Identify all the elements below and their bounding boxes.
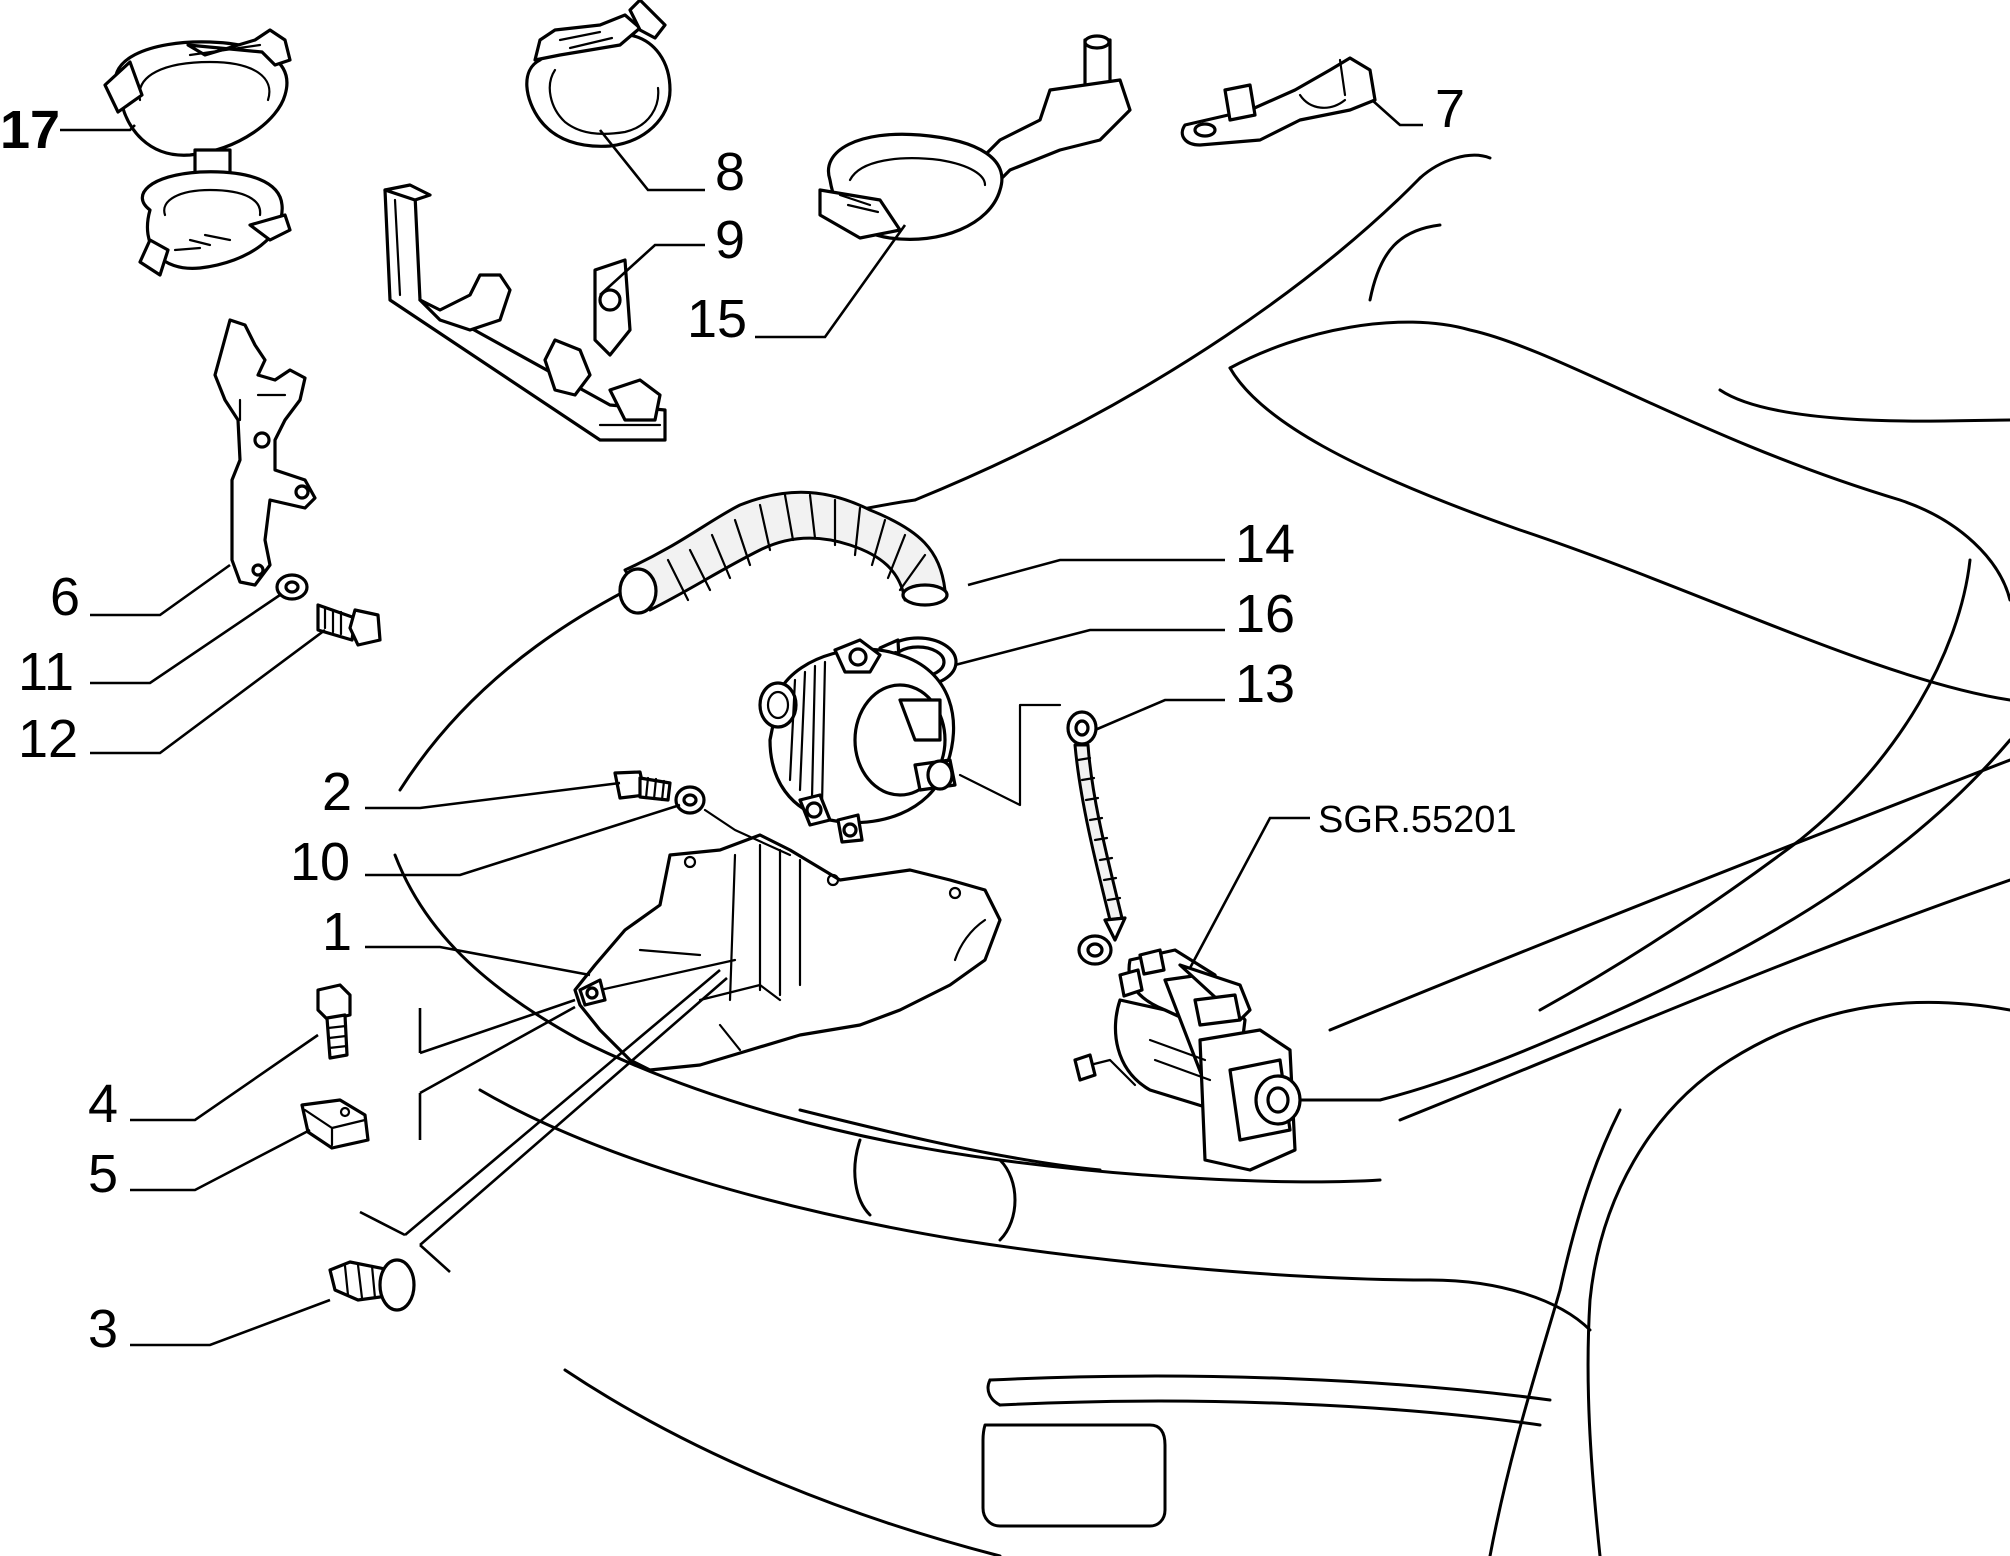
part-14-air-hose (618, 490, 949, 615)
leader-3 (130, 1298, 331, 1347)
part-6-support-bracket (213, 318, 317, 587)
callout-14: 14 (1235, 514, 1295, 574)
part-7-small-bracket (1180, 56, 1377, 147)
part-4-screw (316, 983, 352, 1060)
leader-lines (60, 99, 1423, 1347)
leader-1 (365, 945, 591, 977)
leader-15 (755, 224, 907, 339)
callout-2: 2 (322, 762, 352, 822)
leader-9 (599, 243, 705, 296)
callout-7: 7 (1435, 79, 1465, 139)
leader-10 (365, 803, 681, 877)
leader-2 (365, 781, 621, 810)
callout-8: 8 (715, 142, 745, 202)
callout-17: 17 (0, 100, 60, 160)
part-12-bolt (316, 603, 382, 647)
starter-motor (1073, 948, 1302, 1172)
leader-4 (130, 1033, 319, 1122)
callout-6: 6 (50, 567, 80, 627)
part-1-splash-shield (573, 833, 1002, 1072)
part-2-bolt (613, 770, 672, 802)
leader-8 (598, 129, 705, 192)
callout-12: 12 (18, 709, 78, 769)
mounting-reference-lines (359, 969, 728, 1273)
leader-14 (967, 558, 1225, 587)
leader-5 (130, 1128, 311, 1192)
callout-16: 16 (1235, 584, 1295, 644)
callout-labels: 17 8 9 15 7 6 11 12 14 16 13 2 10 1 4 5 … (0, 79, 1517, 1359)
part-3-push-rivet (328, 1258, 416, 1312)
callout-1: 1 (322, 902, 352, 962)
part-13-ground-cable (1066, 710, 1127, 966)
part-10-washer (674, 785, 792, 857)
callout-4: 4 (88, 1074, 118, 1134)
leader-13 (1094, 698, 1225, 732)
leader-11 (90, 593, 281, 685)
air-pump-assembly (758, 638, 1062, 844)
reference-code: SGR.55201 (1318, 799, 1517, 841)
leader-12 (90, 628, 326, 755)
part-17-double-hose-clip (103, 28, 292, 277)
part-11-washer (275, 573, 309, 601)
callout-9: 9 (715, 210, 745, 270)
leader-6 (90, 563, 231, 617)
callout-10: 10 (290, 832, 350, 892)
callout-15: 15 (687, 289, 747, 349)
leader-sgr (1188, 816, 1310, 969)
car-body-outline (393, 153, 2010, 1556)
part-9-mounting-bracket (383, 183, 667, 442)
part-15-cable-clamp (818, 34, 1132, 241)
callout-5: 5 (88, 1144, 118, 1204)
callout-13: 13 (1235, 654, 1295, 714)
leader-7 (1371, 99, 1423, 127)
callout-11: 11 (18, 642, 74, 702)
part-8-hose-clip (525, 0, 672, 148)
leader-16 (954, 628, 1225, 667)
callout-3: 3 (88, 1299, 118, 1359)
part-5-speed-nut (300, 1098, 370, 1150)
leader-17 (60, 124, 136, 132)
